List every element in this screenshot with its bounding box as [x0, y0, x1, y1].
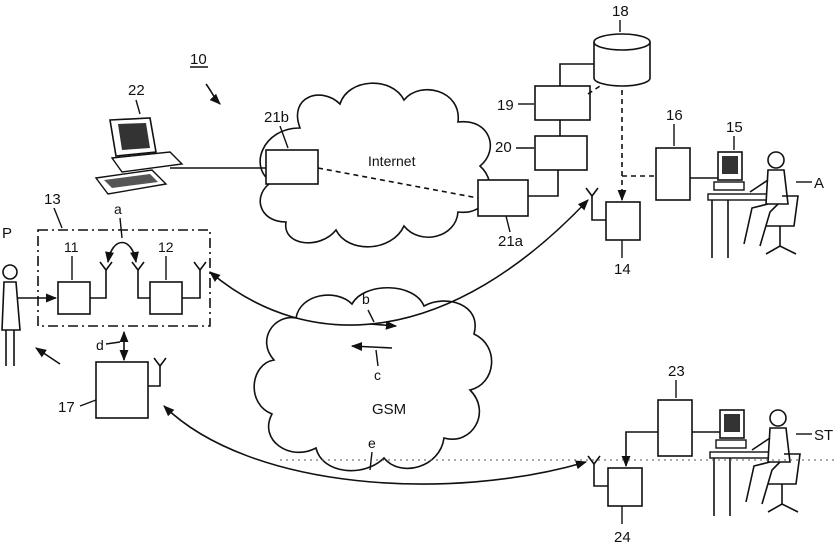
link-b-curve	[210, 200, 588, 325]
server-20-label: 20	[495, 139, 512, 156]
gateway-21b-label: 21b	[264, 109, 289, 126]
system-ref-arrow	[206, 84, 220, 104]
device-12-antenna-right-icon	[182, 262, 206, 298]
station-14-box	[606, 202, 640, 240]
device-17-box	[96, 362, 148, 418]
link-e-label: e	[368, 435, 376, 451]
device-17-leader	[80, 400, 96, 406]
link-d-label: d	[96, 337, 104, 353]
server-16-box	[656, 148, 690, 200]
server-20-box	[535, 136, 587, 170]
operator-a-label: A	[814, 175, 824, 192]
link-b-leader	[368, 310, 374, 322]
device-11-label: 11	[64, 239, 79, 255]
db-to-19-link	[560, 64, 594, 86]
device-12-box	[150, 282, 182, 314]
system-ref-label: 10	[190, 51, 207, 68]
database-cylinder	[594, 34, 650, 86]
device-11-box	[58, 282, 90, 314]
gateway-21b-box	[266, 150, 318, 184]
gateway-21a-label: 21a	[498, 233, 524, 250]
group-13-leader	[54, 208, 62, 228]
device-12-label: 12	[158, 239, 174, 255]
device-17-label: 17	[58, 399, 75, 416]
server-19-label: 19	[497, 97, 514, 114]
link-c-leader	[376, 350, 378, 366]
database-label: 18	[612, 3, 629, 20]
link-21a-20	[528, 170, 558, 196]
station-14-label: 14	[614, 261, 631, 278]
workstation-15-label: 15	[726, 119, 743, 136]
person-icon	[2, 265, 20, 366]
link-a-leader	[120, 218, 122, 238]
device-12-antenna-left-icon	[132, 262, 150, 298]
internet-tunnel-link	[318, 168, 478, 198]
gsm-label: GSM	[372, 401, 406, 418]
station-24-box	[608, 468, 642, 506]
server-23-label: 23	[668, 363, 685, 380]
person-p-label: P	[2, 225, 12, 242]
computer-icon	[96, 118, 182, 194]
server-19-box	[535, 86, 590, 120]
link-b-label: b	[362, 291, 370, 307]
link-c-label: c	[374, 367, 381, 383]
link-d-leader	[106, 342, 120, 344]
server-16-label: 16	[666, 107, 683, 124]
link-b-direction-arrow	[370, 324, 396, 326]
link-e-leader	[370, 452, 372, 470]
operator-st-workstation-icon	[710, 410, 800, 516]
link-a-label: a	[114, 201, 122, 217]
gateway-21a-box	[478, 180, 528, 216]
link-c-direction-arrow	[352, 346, 392, 348]
station-14-antenna-icon	[586, 188, 606, 220]
device-17-antenna-icon	[148, 358, 166, 386]
group-13-label: 13	[44, 191, 61, 208]
operator-workstation-icon	[708, 152, 798, 258]
link-23-24	[626, 432, 658, 466]
link-a-arrow	[108, 243, 136, 263]
device-17-to-person-arrow	[36, 348, 60, 364]
station-24-label: 24	[614, 529, 631, 546]
gateway-21a-leader	[506, 216, 510, 232]
operator-st-label: ST	[814, 427, 833, 444]
server-23-box	[658, 400, 692, 456]
pc-label: 22	[128, 82, 145, 99]
device-11-antenna-icon	[90, 262, 112, 298]
pc-leader	[136, 100, 140, 114]
internet-label: Internet	[368, 153, 416, 169]
